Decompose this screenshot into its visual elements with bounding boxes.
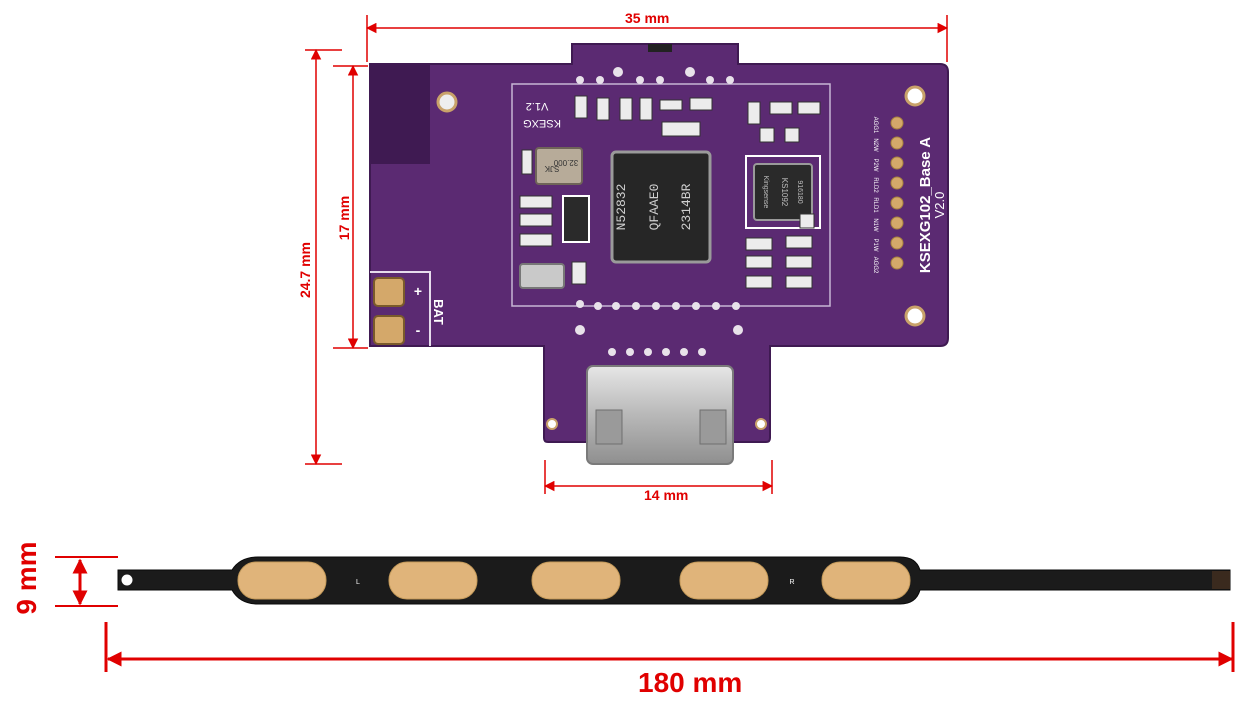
pin-label: N2W — [872, 138, 878, 152]
afe-label-2: KS1092 — [780, 178, 789, 207]
dimension-lines — [55, 15, 1235, 672]
dim-label-strip-length: 180 mm — [638, 667, 743, 698]
mcu-label-2: QFAAE0 — [647, 184, 662, 231]
battery-label: BAT — [431, 299, 446, 325]
strip-marker-left: L — [356, 579, 360, 586]
afe-label-1: Kingsense — [762, 176, 769, 209]
pcb-board — [369, 43, 949, 465]
antenna-area — [370, 64, 430, 164]
usb-c-connector — [586, 365, 734, 465]
electrode-pad — [237, 561, 327, 600]
board-mirror-version: V1.2 — [526, 100, 549, 112]
pin-label: N1W — [872, 218, 878, 232]
mount-hole — [904, 85, 926, 107]
passive-components — [519, 95, 821, 289]
crystal-label-2: 32.000 — [553, 158, 578, 167]
pin-label: AGG1 — [872, 117, 878, 134]
strip-hole — [120, 573, 134, 587]
mount-hole — [904, 305, 926, 327]
electrode-pad — [679, 561, 769, 600]
pin-label: RLD2 — [872, 177, 878, 193]
dim-label-strip-height: 9 mm — [11, 541, 42, 615]
crystal-small — [519, 263, 565, 289]
usb-c-shell-slot — [595, 409, 623, 445]
mcu-label-1: N52832 — [614, 184, 629, 231]
vias — [575, 67, 743, 356]
battery-pad-plus — [373, 277, 405, 307]
afe-label-3: 916180 — [796, 180, 803, 203]
usb-top-switch — [648, 44, 672, 52]
dim-label-board-width: 35 mm — [625, 10, 670, 26]
pin-label: P2W — [872, 158, 878, 171]
pin-label: P1W — [872, 238, 878, 251]
strip-connector-end — [1212, 571, 1230, 589]
afe-chip-frame — [745, 155, 821, 229]
battery-silkscreen — [370, 271, 431, 346]
electrode-pad — [388, 561, 478, 600]
silkscreen-box — [511, 83, 831, 307]
board-mirror-brand: KSEXG — [523, 117, 561, 129]
battery-pad-minus — [373, 315, 405, 345]
mcu-label-3: 2314BR — [679, 183, 694, 230]
pin-label: AGG2 — [872, 257, 878, 274]
pin-pads — [890, 116, 904, 270]
strip-marker-right: R — [789, 579, 794, 586]
board-version-text: V2.0 — [932, 192, 947, 219]
battery-plus-sign: + — [414, 283, 422, 299]
battery-minus-sign: - — [416, 322, 421, 338]
electrode-pad — [821, 561, 911, 600]
crystal — [535, 147, 583, 185]
board-name-text: KSEXG102_Base A — [917, 137, 934, 273]
electrode-pad — [531, 561, 621, 600]
mcu-chip — [610, 150, 712, 264]
dim-label-board-height-main: 17 mm — [336, 195, 352, 241]
dim-label-board-height-total: 24.7 mm — [297, 241, 313, 299]
usb-c-shell-slot — [699, 409, 727, 445]
dim-label-connector-width: 14 mm — [644, 487, 689, 503]
regulator — [562, 195, 590, 243]
electrode-strip — [117, 556, 1231, 605]
mount-hole — [755, 418, 767, 430]
pin-label: RLD1 — [872, 197, 878, 213]
mount-hole — [546, 418, 558, 430]
electrodes — [237, 561, 911, 600]
afe-chip — [753, 163, 813, 221]
crystal-label-1: SJK — [544, 164, 559, 173]
mount-hole — [436, 91, 458, 113]
